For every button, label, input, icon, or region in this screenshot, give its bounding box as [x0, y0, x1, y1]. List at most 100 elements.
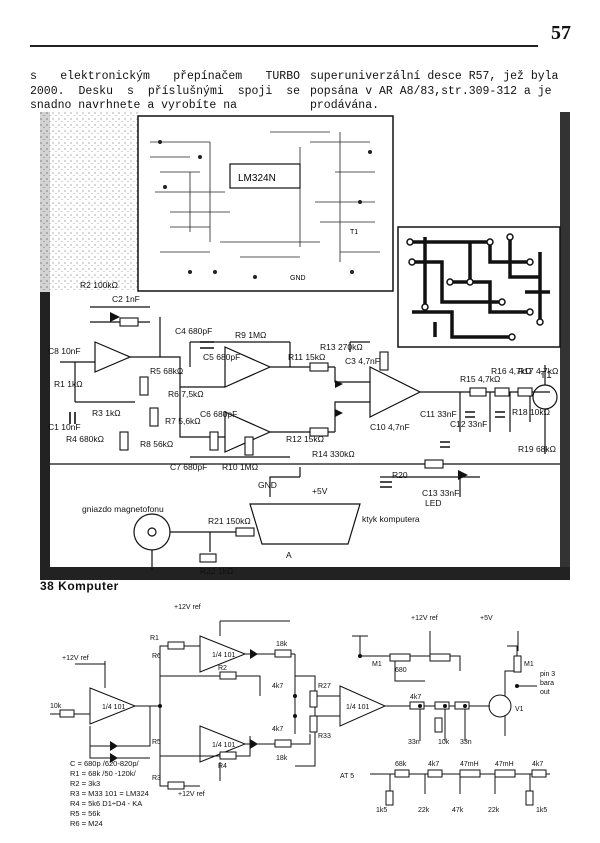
- fig2-33n-label: 33n: [408, 739, 420, 746]
- vneg-label: +12V ref: [178, 791, 205, 798]
- copy-noise: [40, 112, 140, 292]
- fig2-r5-label: R5: [152, 739, 161, 746]
- vcc-left-label: +12V ref: [62, 655, 89, 662]
- right-text-line: superuniverzální desce R57, jež byla: [310, 70, 559, 83]
- r22-label: R22 1kΩ: [200, 566, 233, 576]
- fig2-r33-label: R33: [318, 733, 331, 740]
- fig2-m1b-label: M1: [524, 661, 534, 668]
- fig2-r2-label: R2: [218, 665, 227, 672]
- fig2-1k5-label: 1k5: [376, 807, 387, 814]
- r12-label: R12 15kΩ: [286, 434, 324, 444]
- page-number: 57: [551, 22, 571, 44]
- ic-label: LM324N: [238, 173, 276, 184]
- fig2-33n2-label: 33n: [460, 739, 472, 746]
- opamp2-label: 1/4 101: [212, 652, 235, 659]
- t1-board-label: T1: [350, 229, 358, 236]
- component-symbols: [119, 317, 533, 563]
- r7-label: R7 5,6kΩ: [165, 416, 201, 426]
- left-text-line: s elektronickým přepínačem TURBO: [30, 70, 300, 83]
- r4-label: R4 680kΩ: [66, 434, 104, 444]
- fig2-10k2-label: 10k: [438, 739, 450, 746]
- c7-label: C7 680pF: [170, 462, 207, 472]
- fig2-legend: C = 680p /620-820p/ R1 = 68k /50 -120k/ …: [70, 759, 149, 828]
- capacitor-plates: [69, 341, 505, 488]
- vcc-top-label: +12V ref: [174, 604, 201, 611]
- vcc-mid-label: +12V ref: [411, 615, 438, 622]
- fig2-22k-label: 22k: [418, 807, 430, 814]
- opamp4-label: 1/4 101: [346, 704, 369, 711]
- brand-label: 38 Komputer: [40, 579, 119, 593]
- fig2-47mh1-label: 47mH: [460, 761, 479, 768]
- legend-line: R5 = 56k: [70, 809, 100, 818]
- fig2-r6-label: R6: [152, 653, 161, 660]
- r10-label: R10 1MΩ: [222, 462, 258, 472]
- left-text-line: snadno navrhnete a vyrobíte na: [30, 99, 238, 112]
- r18-label: R18 10kΩ: [512, 407, 550, 417]
- connector-a-label: A: [286, 550, 292, 560]
- right-text-line: prodávána.: [310, 99, 380, 112]
- legend-line: R1 = 68k /50 -120k/: [70, 769, 137, 778]
- r3-label: R3 1kΩ: [92, 408, 121, 418]
- legend-line: R4 = 5k6 D1÷D4 - KA: [70, 799, 142, 808]
- fig2-r4-label: R4: [218, 763, 227, 770]
- t1-label: T1: [540, 370, 552, 381]
- copy-edge-right: [560, 112, 570, 572]
- fig2-b4k7b-label: 4k7: [532, 761, 543, 768]
- copy-edge-bottom: [40, 567, 570, 580]
- fig2-out-label: out: [540, 689, 550, 696]
- fig2-18k-label: 18k: [276, 641, 288, 648]
- c10-label: C10 4,7nF: [370, 422, 410, 432]
- legend-line: C = 680p /620-820p/: [70, 759, 140, 768]
- left-text-line: 2000. Desku s příslušnými spoji se: [30, 84, 300, 98]
- right-text-line: popsána v AR A8/83,str.309-312 a je: [310, 84, 552, 98]
- r11-label: R11 15kΩ: [288, 352, 325, 362]
- opamp3-label: 1/4 101: [212, 742, 235, 749]
- r6-label: R6 7,5kΩ: [168, 389, 204, 399]
- left-text-column: s elektronickým přepínačem TURBO 2000. D…: [30, 70, 300, 114]
- fig2-r27-label: R27: [318, 683, 331, 690]
- fig2-4k7a-label: 4k7: [272, 683, 283, 690]
- fig2-18k-label-b: 18k: [276, 755, 288, 762]
- c13-label: C13 33nF: [422, 488, 459, 498]
- fig2-at5-label: AT 5: [340, 773, 354, 780]
- fig2-47mh2-label: 47mH: [495, 761, 514, 768]
- fig2-resistors: [59, 641, 547, 806]
- led-label: LED: [425, 498, 442, 508]
- c11-label: C11 33nF: [420, 409, 457, 419]
- component-layout-board: LM324N GND T1: [137, 115, 394, 292]
- r15-label: R15 4,7kΩ: [460, 374, 500, 384]
- c4-label: C4 680pF: [175, 326, 212, 336]
- fig2-4k7b-label: 4k7: [272, 726, 283, 733]
- r8-label: R8 56kΩ: [140, 439, 173, 449]
- right-text-column: superuniverzální desce R57, jež byla pop…: [310, 70, 572, 114]
- r20-label: R20: [392, 470, 408, 480]
- vcc-label: +5V: [312, 486, 328, 496]
- vcc-right-label: +5V: [480, 615, 493, 622]
- header-rule: [30, 45, 538, 47]
- diode-symbols: [110, 312, 468, 480]
- c2-label: C2 1nF: [112, 294, 140, 304]
- fig2-1k5b-label: 1k5: [536, 807, 547, 814]
- copper-pcb-layout: [397, 226, 561, 348]
- fig2-680-label: 680: [395, 667, 407, 674]
- c6-label: C6 680pF: [200, 409, 237, 419]
- r13-label: R13 270kΩ: [320, 342, 363, 352]
- c12-label: C12 33nF: [450, 419, 487, 429]
- c1-label: C1 10nF: [48, 422, 81, 432]
- fig2-22k2-label: 22k: [488, 807, 500, 814]
- c5-label: C5 680pF: [203, 352, 240, 362]
- schematic-figure-2: +12V ref +12V ref +12V ref +5V +12V ref …: [50, 604, 555, 828]
- gnd-label: GND: [290, 275, 306, 282]
- fig2-nodes: [158, 654, 519, 718]
- fig2-r1-label: R1: [150, 635, 159, 642]
- fig2-47k-label: 47k: [452, 807, 464, 814]
- legend-line: R6 = M24: [70, 819, 103, 828]
- legend-line: R3 = M33 101 = LM324: [70, 789, 149, 798]
- r5-label: R5 68kΩ: [150, 366, 183, 376]
- r1-label: R1 1kΩ: [54, 379, 83, 389]
- jack-label: gniazdo magnetofonu: [82, 504, 164, 514]
- schematic-figure-1: LM324N GND T1: [40, 112, 570, 580]
- fig2-bara-label: bara: [540, 680, 554, 687]
- r21-label: R21 150kΩ: [208, 516, 251, 526]
- fig2-r3-label: R3: [152, 775, 161, 782]
